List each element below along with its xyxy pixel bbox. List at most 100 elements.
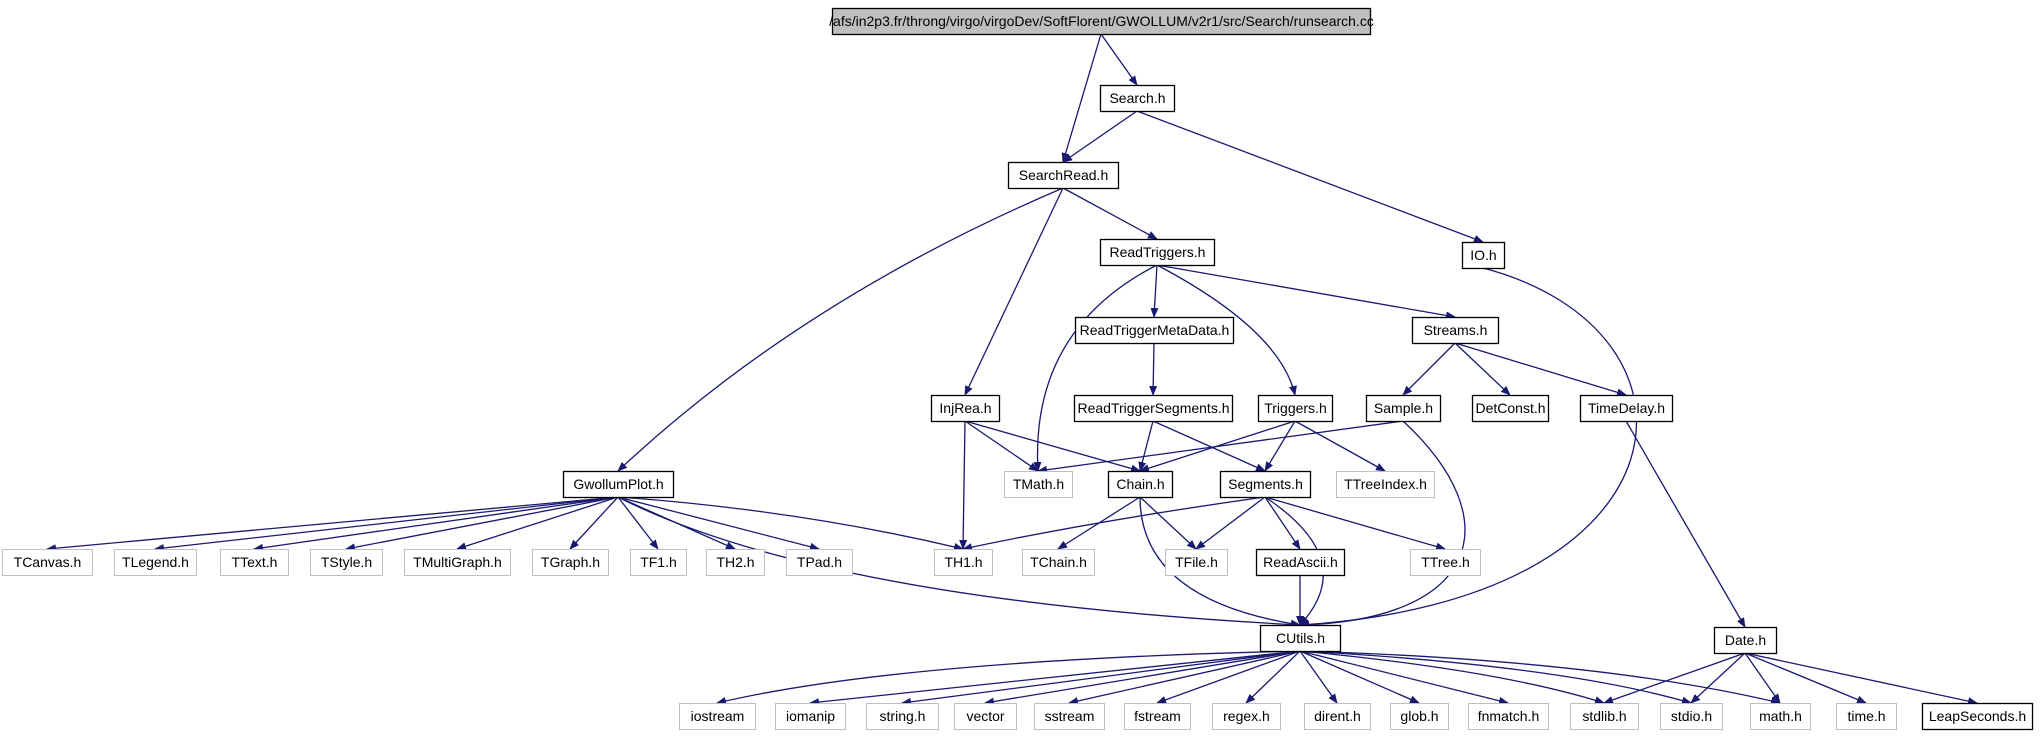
node-io-h[interactable]: IO.h — [1461, 241, 1506, 270]
node-box — [1304, 703, 1371, 730]
node-chain-h[interactable]: Chain.h — [1107, 470, 1174, 499]
edge-readtriggersegments-h-to-segments-h — [1152, 420, 1266, 472]
node-iostream: iostream — [679, 703, 756, 730]
node-box — [1410, 549, 1481, 576]
node-searchread-h[interactable]: SearchRead.h — [1007, 161, 1120, 190]
edge-readtriggers-h-to-readtriggermetadata-h — [1150, 264, 1159, 318]
node-tcanvas-h: TCanvas.h — [2, 549, 93, 576]
node-label: Search.h — [1109, 90, 1165, 106]
node-box — [866, 703, 939, 730]
node-ttreeindex-h: TTreeIndex.h — [1336, 471, 1435, 498]
node-sample-h[interactable]: Sample.h — [1365, 394, 1442, 423]
node-search-h[interactable]: Search.h — [1099, 84, 1176, 113]
node-box — [1411, 316, 1500, 345]
edge-cutils-h-to-regex-h — [1245, 650, 1301, 704]
node-box — [1074, 316, 1235, 345]
node-readtriggersegments-h[interactable]: ReadTriggerSegments.h — [1073, 394, 1234, 423]
node-box — [404, 549, 511, 576]
node-readascii-h[interactable]: ReadAscii.h — [1255, 548, 1346, 577]
node-box — [1579, 394, 1674, 423]
edge-searchread-h-to-gwollumplot-h — [617, 187, 1064, 472]
edge-gwollumplot-h-to-tf1-h — [617, 496, 659, 550]
node-box — [1004, 471, 1073, 498]
node-box — [679, 703, 756, 730]
edge-chain-h-to-tfile-h — [1139, 496, 1197, 550]
edge-gwollumplot-h-to-tcanvas-h — [46, 496, 619, 553]
node-label: TGraph.h — [541, 554, 600, 570]
node-triggers-h[interactable]: Triggers.h — [1257, 394, 1334, 423]
node-box — [831, 7, 1372, 36]
node-runsearch[interactable]: /afs/in2p3.fr/throng/virgo/virgoDev/Soft… — [829, 7, 1374, 36]
edge-runsearch-to-searchread-h — [1061, 33, 1102, 163]
edge-readtriggersegments-h-to-chain-h — [1138, 420, 1154, 472]
node-box — [1461, 241, 1506, 270]
node-label: glob.h — [1400, 708, 1438, 724]
node-injrea-h[interactable]: InjRea.h — [930, 394, 1001, 423]
node-date-h[interactable]: Date.h — [1713, 626, 1778, 655]
node-box — [1660, 703, 1723, 730]
node-label: stdio.h — [1671, 708, 1712, 724]
node-label: TH2.h — [716, 554, 754, 570]
node-tstyle-h: TStyle.h — [310, 549, 383, 576]
node-box — [1219, 470, 1312, 499]
node-box — [114, 549, 197, 576]
node-math-h: math.h — [1750, 703, 1811, 730]
node-gwollumplot-h[interactable]: GwollumPlot.h — [562, 470, 675, 499]
node-box — [786, 549, 853, 576]
node-tgraph-h: TGraph.h — [532, 549, 609, 576]
node-timedelay-h[interactable]: TimeDelay.h — [1579, 394, 1674, 423]
edge-streams-h-to-detconst-h — [1454, 342, 1511, 396]
node-label: Sample.h — [1374, 400, 1433, 416]
node-ttree-h: TTree.h — [1410, 549, 1481, 576]
node-box — [310, 549, 383, 576]
node-box — [1468, 703, 1549, 730]
node-label: Segments.h — [1228, 476, 1303, 492]
node-leapseconds-h[interactable]: LeapSeconds.h — [1921, 702, 2034, 731]
node-label: Chain.h — [1116, 476, 1164, 492]
node-tlegend-h: TLegend.h — [114, 549, 197, 576]
node-vector: vector — [954, 703, 1017, 730]
node-label: TFile.h — [1175, 554, 1218, 570]
node-segments-h[interactable]: Segments.h — [1219, 470, 1312, 499]
node-readtriggermetadata-h[interactable]: ReadTriggerMetaData.h — [1074, 316, 1235, 345]
node-detconst-h[interactable]: DetConst.h — [1471, 394, 1550, 423]
node-ttext-h: TText.h — [220, 549, 289, 576]
node-box — [1165, 549, 1228, 576]
node-label: dirent.h — [1314, 708, 1361, 724]
node-label: fstream — [1134, 708, 1181, 724]
node-label: TTree.h — [1421, 554, 1470, 570]
node-label: ReadAscii.h — [1263, 554, 1338, 570]
node-box — [1390, 703, 1449, 730]
edge-injrea-h-to-th1-h — [959, 420, 968, 550]
edge-injrea-h-to-tmath-h — [964, 420, 1039, 472]
node-dirent-h: dirent.h — [1304, 703, 1371, 730]
node-th1-h: TH1.h — [934, 549, 993, 576]
edge-cutils-h-to-fstream — [1156, 650, 1301, 704]
node-tf1-h: TF1.h — [630, 549, 687, 576]
node-cutils-h[interactable]: CUtils.h — [1259, 624, 1342, 653]
edge-segments-h-to-th1-h — [962, 496, 1266, 552]
node-label: IO.h — [1470, 247, 1496, 263]
edge-searchread-h-to-injrea-h — [964, 187, 1064, 396]
node-readtriggers-h[interactable]: ReadTriggers.h — [1099, 238, 1216, 267]
edge-cutils-h-to-stdlib-h — [1299, 650, 1605, 705]
edge-cutils-h-to-iomanip — [809, 650, 1301, 707]
node-label: Triggers.h — [1264, 400, 1327, 416]
node-box — [1836, 703, 1897, 730]
node-stdio-h: stdio.h — [1660, 703, 1723, 730]
node-box — [1257, 394, 1334, 423]
node-box — [562, 470, 675, 499]
node-stdlib-h: stdlib.h — [1570, 703, 1639, 730]
edge-searchread-h-to-readtriggers-h — [1062, 187, 1158, 240]
edge-readtriggermetadata-h-to-readtriggersegments-h — [1149, 342, 1158, 396]
node-sstream: sstream — [1034, 703, 1105, 730]
node-streams-h[interactable]: Streams.h — [1411, 316, 1500, 345]
node-th2-h: TH2.h — [706, 549, 765, 576]
edge-date-h-to-stdlib-h — [1603, 652, 1746, 704]
node-box — [1471, 394, 1550, 423]
edge-search-h-to-searchread-h — [1062, 110, 1138, 163]
node-label: Date.h — [1725, 632, 1766, 648]
node-tchain-h: TChain.h — [1022, 549, 1095, 576]
edge-cutils-h-to-dirent-h — [1299, 650, 1338, 704]
edge-streams-h-to-timedelay-h — [1454, 342, 1627, 397]
